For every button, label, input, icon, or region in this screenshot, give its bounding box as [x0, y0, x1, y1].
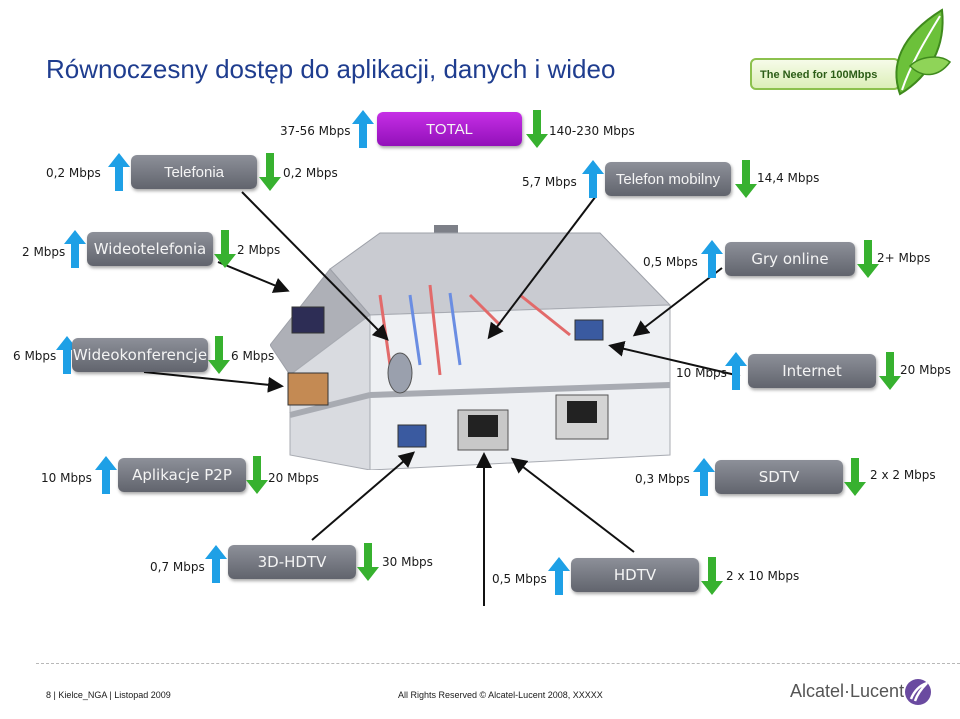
internet-up-rate: 10 Mbps: [676, 366, 727, 380]
up-arrow-icon: [725, 352, 747, 390]
slide-title: Równoczesny dostęp do aplikacji, danych …: [46, 54, 616, 84]
wideokonferencje-down-rate: 6 Mbps: [231, 349, 275, 363]
total-down-rate: 140-230 Mbps: [549, 124, 635, 138]
gry-online-down-rate: 2+ Mbps: [877, 251, 931, 265]
up-arrow-icon: [108, 153, 130, 191]
footer-divider: [36, 663, 960, 664]
gry-online-up-rate: 0,5 Mbps: [643, 255, 698, 269]
up-arrow-icon: [205, 545, 227, 583]
telefon-mobilny-up-rate: 5,7 Mbps: [522, 175, 577, 189]
telefonia-down-rate: 0,2 Mbps: [283, 166, 338, 180]
3d-hdtv-up-rate: 0,7 Mbps: [150, 560, 205, 574]
wideotelefonia-box: Wideotelefonia: [87, 232, 213, 266]
up-arrow-icon: [352, 110, 374, 148]
3d-hdtv-down-rate: 30 Mbps: [382, 555, 433, 569]
alcatel-lucent-logo: Alcatel·Lucent: [790, 681, 905, 701]
3d-hdtv-box: 3D-HDTV: [228, 545, 356, 579]
telefon-mobilny-down-rate: 14,4 Mbps: [757, 171, 820, 185]
wideokonferencje-up-rate: 6 Mbps: [13, 349, 57, 363]
wideotelefonia-up-rate: 2 Mbps: [22, 245, 66, 259]
hdtv-up-rate: 0,5 Mbps: [492, 572, 547, 586]
aplikacje-p2p-up-rate: 10 Mbps: [41, 471, 92, 485]
wideotelefonia-down-rate: 2 Mbps: [237, 243, 281, 257]
telefonia-box: Telefonia: [131, 155, 257, 189]
aplikacje-p2p-box: Aplikacje P2P: [118, 458, 246, 492]
down-arrow-icon: [844, 458, 866, 496]
hdtv-down-rate: 2 x 10 Mbps: [726, 569, 800, 583]
hdtv-box: HDTV: [571, 558, 699, 592]
down-arrow-icon: [357, 543, 379, 581]
wideokonferencje-box: Wideokonferencje: [72, 338, 208, 372]
down-arrow-icon: [259, 153, 281, 191]
internet-box: Internet: [748, 354, 876, 388]
telefonia-up-rate: 0,2 Mbps: [46, 166, 101, 180]
down-arrow-icon: [246, 456, 268, 494]
up-arrow-icon: [693, 458, 715, 496]
footer-copyright: All Rights Reserved © Alcatel-Lucent 200…: [398, 690, 603, 700]
house-illustration: [270, 225, 672, 470]
need-100mbps-badge: The Need for 100Mbps: [750, 58, 900, 90]
alcatel-lucent-logo-icon: [905, 679, 931, 705]
footer-slide-info: 8 | Kielce_NGA | Listopad 2009: [46, 690, 171, 700]
telefon-mobilny-box: Telefon mobilny: [605, 162, 731, 196]
down-arrow-icon: [214, 230, 236, 268]
down-arrow-icon: [208, 336, 230, 374]
up-arrow-icon: [701, 240, 723, 278]
total-box: TOTAL: [377, 112, 522, 146]
aplikacje-p2p-down-rate: 20 Mbps: [268, 471, 319, 485]
up-arrow-icon: [548, 557, 570, 595]
down-arrow-icon: [735, 160, 757, 198]
down-arrow-icon: [701, 557, 723, 595]
sdtv-up-rate: 0,3 Mbps: [635, 472, 690, 486]
down-arrow-icon: [879, 352, 901, 390]
internet-down-rate: 20 Mbps: [900, 363, 951, 377]
up-arrow-icon: [582, 160, 604, 198]
gry-online-box: Gry online: [725, 242, 855, 276]
sdtv-box: SDTV: [715, 460, 843, 494]
sdtv-down-rate: 2 x 2 Mbps: [870, 468, 936, 482]
total-up-rate: 37-56 Mbps: [280, 124, 351, 138]
leaf-icon: [895, 8, 952, 96]
down-arrow-icon: [857, 240, 879, 278]
up-arrow-icon: [64, 230, 86, 268]
down-arrow-icon: [526, 110, 548, 148]
up-arrow-icon: [95, 456, 117, 494]
